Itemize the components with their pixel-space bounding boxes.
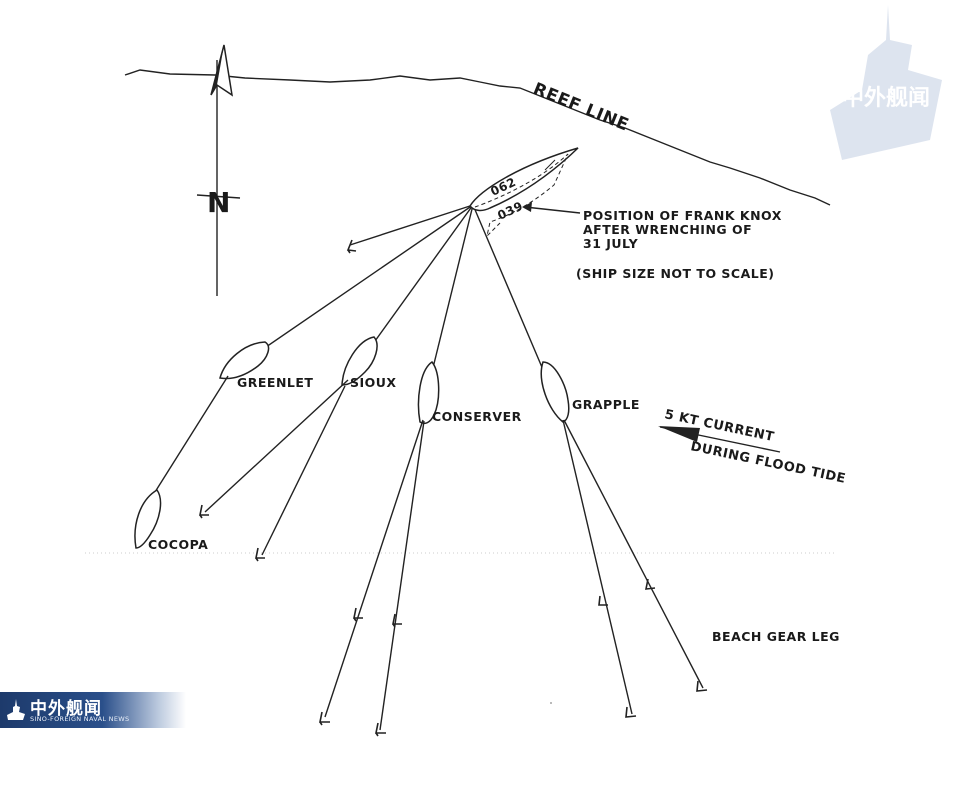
north-label: N bbox=[207, 186, 231, 219]
ship-logo-icon bbox=[7, 699, 25, 720]
anchors bbox=[199, 504, 708, 737]
ship-cocopa bbox=[134, 489, 162, 549]
ship-greenlet bbox=[149, 341, 270, 501]
north-arrow bbox=[196, 44, 241, 296]
ship-conserver bbox=[324, 360, 440, 731]
ship-grapple bbox=[540, 361, 704, 715]
ship-label-greenlet: GREENLET bbox=[237, 375, 313, 390]
tow-lines bbox=[249, 204, 545, 381]
scan-dot bbox=[550, 702, 552, 704]
reef-line-label: REEF LINE bbox=[530, 79, 631, 136]
brand-logo: 中外舰闻 SINO-FOREIGN NAVAL NEWS bbox=[0, 692, 186, 728]
brand-name-english: SINO-FOREIGN NAVAL NEWS bbox=[30, 715, 130, 723]
ship-label-grapple: GRAPPLE bbox=[572, 397, 640, 412]
brand-name-chinese: 中外舰闻 bbox=[30, 699, 102, 719]
ship-label-sioux: SIOUX bbox=[350, 375, 397, 390]
beach-gear-leg-label: BEACH GEAR LEG bbox=[712, 629, 840, 644]
current-label-line2: DURING FLOOD TIDE bbox=[689, 439, 847, 487]
position-label-line1: POSITION OF FRANK KNOX bbox=[583, 208, 782, 223]
position-label-line2: AFTER WRENCHING OF bbox=[583, 222, 752, 237]
watermark-logo: 中外舰闻 bbox=[830, 5, 942, 160]
ship-label-conserver: CONSERVER bbox=[432, 409, 522, 424]
frank-knox-ship bbox=[469, 147, 579, 238]
current-arrow bbox=[658, 426, 781, 453]
watermark-text: 中外舰闻 bbox=[842, 85, 930, 111]
position-label-line3: 31 JULY bbox=[583, 236, 639, 251]
ship-size-note: (SHIP SIZE NOT TO SCALE) bbox=[576, 266, 775, 281]
ship-sioux bbox=[204, 336, 378, 556]
position-pointer bbox=[522, 202, 581, 214]
anchor-marker bbox=[346, 239, 357, 254]
reef-line bbox=[124, 69, 831, 206]
ship-label-cocopa: COCOPA bbox=[148, 537, 208, 552]
